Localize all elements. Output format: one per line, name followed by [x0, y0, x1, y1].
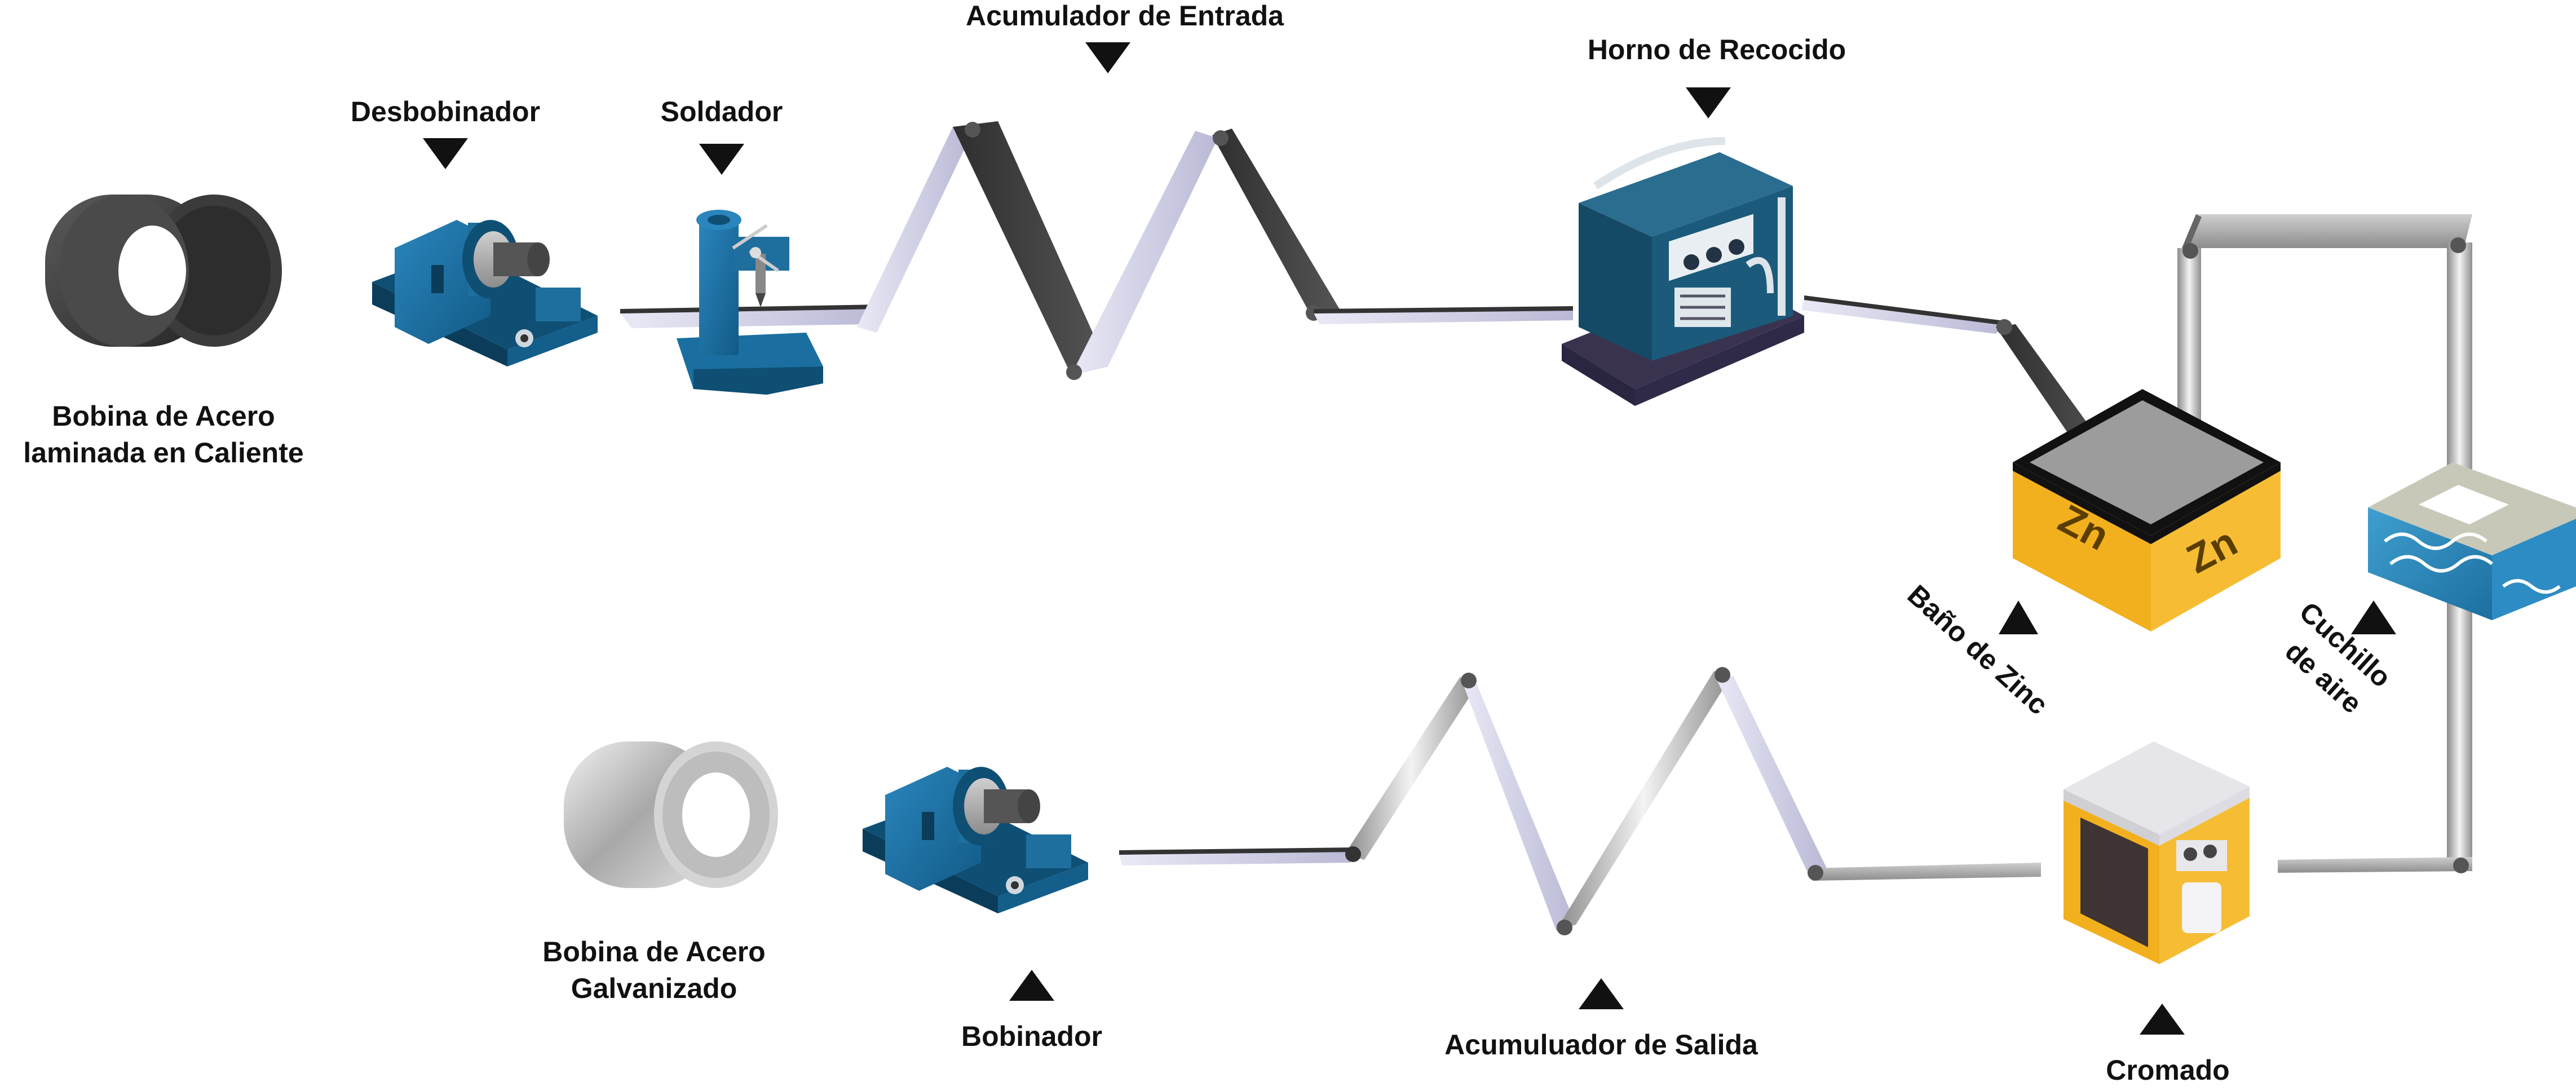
- pointer-chromating: [2140, 1004, 2185, 1035]
- welder-machine: [677, 210, 823, 395]
- label-galv-coil-line2: Galvanizado: [571, 973, 737, 1004]
- label-hot-coil-line2: laminada en Caliente: [23, 437, 303, 469]
- pointer-air-knife: [2351, 600, 2396, 634]
- label-recoiler: Bobinador: [961, 1021, 1102, 1052]
- label-welder: Soldador: [661, 96, 783, 127]
- label-annealing-furnace: Horno de Recocido: [1588, 34, 1846, 65]
- label-chromating: Cromado: [2106, 1054, 2229, 1086]
- pointer-entry-accumulator: [1085, 42, 1130, 73]
- hot-rolled-coil: [45, 195, 282, 347]
- label-exit-accumulator: Acumuluador de Salida: [1444, 1029, 1758, 1061]
- strip-upper-line: [620, 121, 2120, 476]
- air-knife: [2368, 462, 2576, 620]
- pointer-markers: [423, 42, 2396, 1035]
- pointer-welder: [699, 144, 744, 175]
- pointer-recoiler: [1009, 970, 1054, 1001]
- labels: Bobina de Acero laminada en Caliente Des…: [23, 0, 2397, 1086]
- strip-lower-line: [1119, 667, 2041, 935]
- label-uncoiler: Desbobinador: [351, 96, 540, 127]
- pointer-exit-accumulator: [1579, 978, 1624, 1009]
- label-zinc-bath: Baño de Zinc: [1902, 579, 2054, 721]
- pointer-annealing-furnace: [1686, 87, 1731, 118]
- label-galv-coil-line1: Bobina de Acero: [542, 936, 765, 968]
- label-entry-accumulator: Acumulador de Entrada: [966, 0, 1284, 32]
- galvanized-coil: [564, 741, 778, 888]
- uncoiler-machine: [372, 220, 598, 366]
- annealing-furnace: [1562, 137, 1804, 406]
- strip-riser: [2177, 214, 2472, 873]
- pointer-zinc-bath: [1999, 600, 2038, 634]
- zinc-bath: Zn Zn: [2013, 389, 2281, 631]
- pointer-uncoiler: [423, 138, 468, 169]
- recoiler-machine: [863, 767, 1088, 913]
- chromating-unit: [2064, 741, 2250, 964]
- label-hot-coil-line1: Bobina de Acero: [52, 400, 275, 432]
